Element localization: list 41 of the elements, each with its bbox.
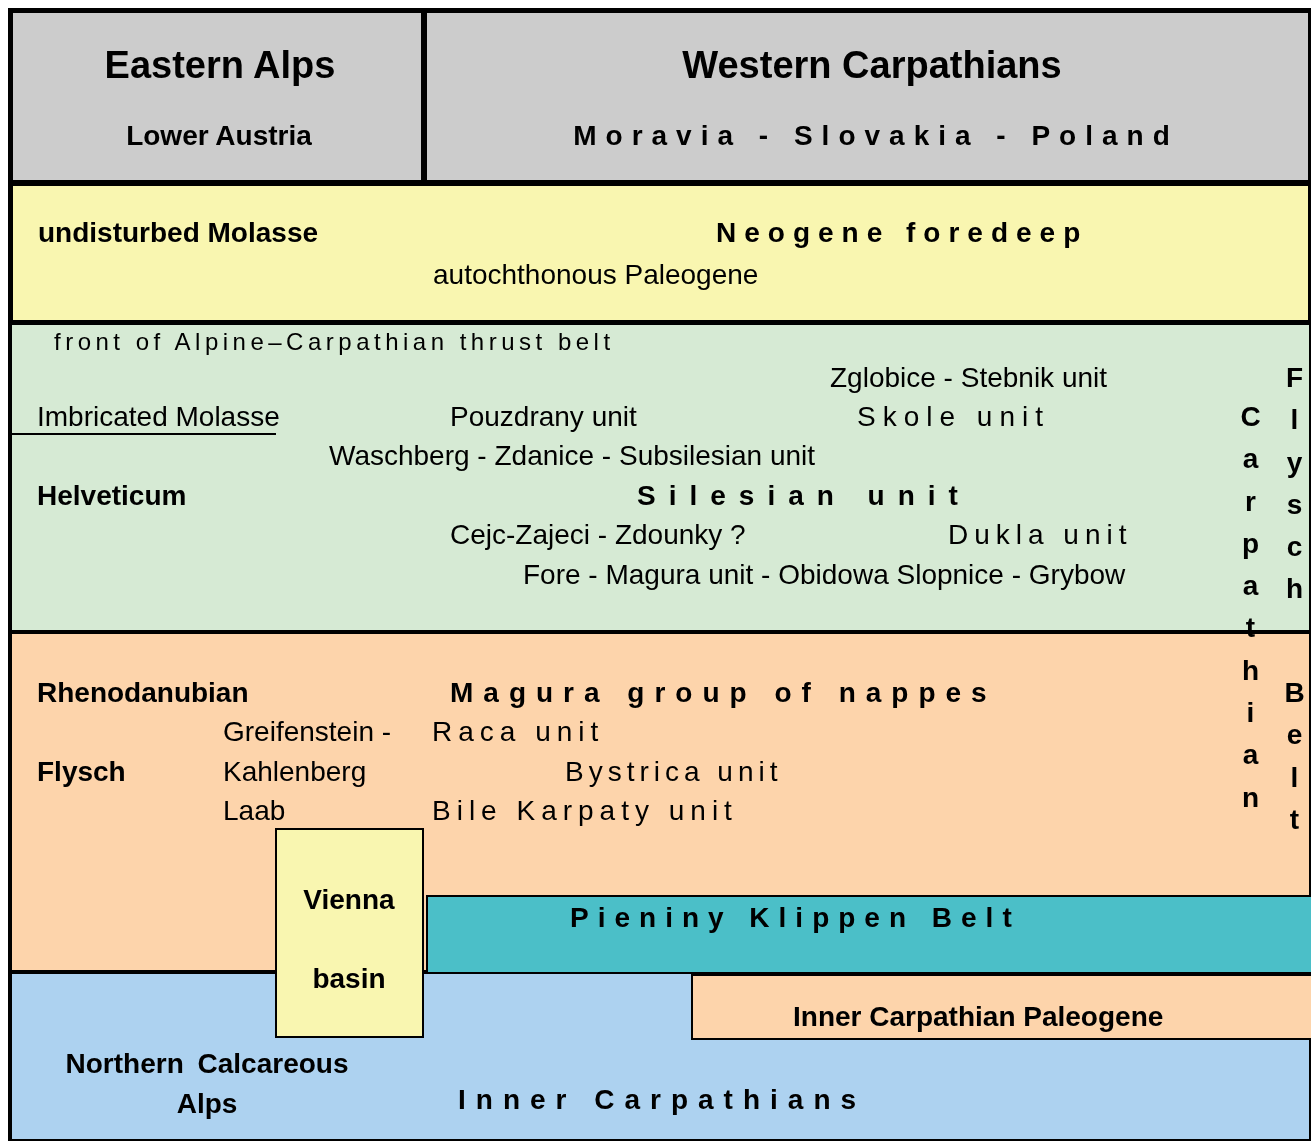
unit-label: Fore - Magura unit - Obidowa Slopnice - Grybow bbox=[523, 559, 1126, 591]
zone-heading: Helveticum bbox=[37, 480, 187, 512]
unit-label: Greifenstein - bbox=[223, 716, 392, 748]
zone-band bbox=[691, 974, 1311, 1040]
zone-heading: Neogene foredeep bbox=[716, 217, 1089, 249]
zone-band bbox=[10, 183, 1311, 323]
unit-label: Bile Karpaty unit bbox=[432, 795, 738, 827]
zone-heading: Western Carpathians bbox=[682, 43, 1062, 87]
unit-label: Dukla unit bbox=[948, 519, 1133, 551]
zone-heading: Inner Carpathians bbox=[458, 1084, 867, 1116]
unit-label: Kahlenberg bbox=[223, 756, 367, 788]
zone-heading: Northern Calcareous Alps bbox=[64, 1047, 350, 1121]
zone-heading: Vienna basin bbox=[302, 883, 396, 996]
zone-heading: Inner Carpathian Paleogene bbox=[793, 1001, 1164, 1033]
unit-label: Pouzdrany unit bbox=[450, 401, 637, 433]
header-cell bbox=[424, 10, 1311, 183]
zone-heading: Lower Austria bbox=[126, 120, 312, 152]
zone-heading: Silesian unit bbox=[637, 480, 971, 512]
zone-heading: Flysch bbox=[37, 756, 126, 788]
zone-heading: Eastern Alps bbox=[104, 43, 336, 87]
basin-box bbox=[275, 828, 424, 1038]
unit-label: front of Alpine–Carpathian thrust belt bbox=[54, 327, 615, 357]
unit-label: Zglobice - Stebnik unit bbox=[830, 362, 1108, 394]
unit-label: Imbricated Molasse bbox=[37, 401, 280, 433]
zone-heading: undisturbed Molasse bbox=[38, 217, 319, 249]
zone-heading: Pieniny Klippen Belt bbox=[570, 902, 1021, 934]
zone-band bbox=[426, 895, 1311, 974]
unit-label: Cejc-Zajeci - Zdounky ? bbox=[450, 519, 746, 551]
zone-heading: Magura group of nappes bbox=[450, 677, 997, 709]
header-cell bbox=[10, 10, 424, 183]
unit-label: Skole unit bbox=[857, 401, 1050, 433]
vertical-label: Flysch bbox=[1280, 362, 1308, 616]
unit-label: autochthonous Paleogene bbox=[433, 259, 759, 291]
zone-heading: Moravia - Slovakia - Poland bbox=[573, 120, 1179, 152]
unit-label: Bystrica unit bbox=[565, 756, 783, 788]
unit-label: Waschberg - Zdanice - Subsilesian unit bbox=[329, 440, 816, 472]
vertical-label: Belt bbox=[1280, 677, 1308, 847]
zone-heading: Rhenodanubian bbox=[37, 677, 249, 709]
unit-label: Laab bbox=[223, 795, 286, 827]
unit-label: Raca unit bbox=[432, 716, 605, 748]
vertical-label: Carpathian bbox=[1236, 401, 1264, 824]
